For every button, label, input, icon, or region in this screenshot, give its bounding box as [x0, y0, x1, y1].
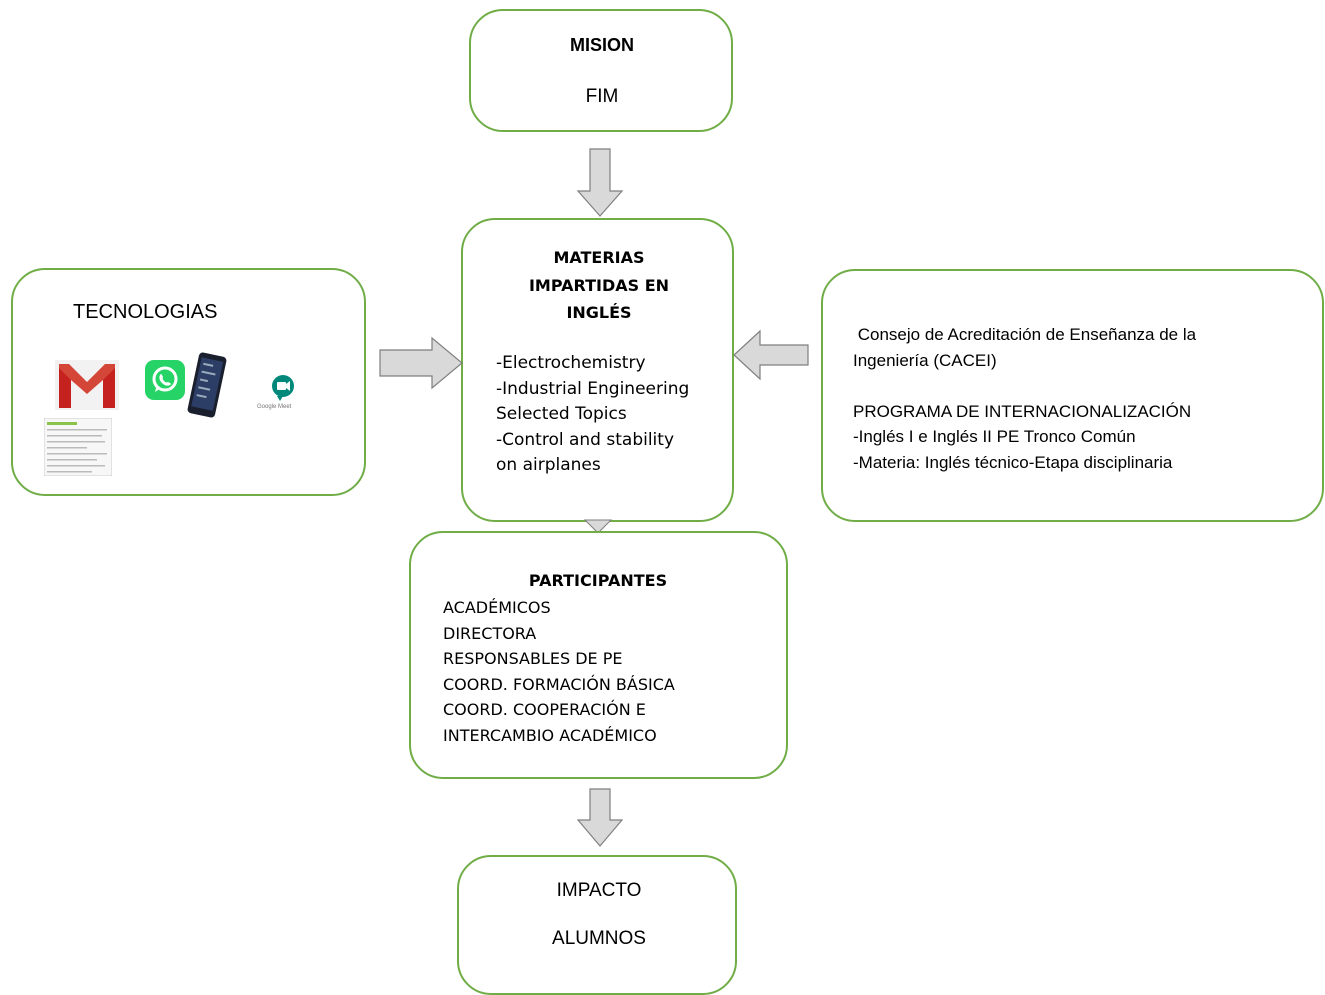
mision-box: MISION FIM — [469, 9, 733, 132]
google-meet-caption: Google Meet — [257, 404, 292, 410]
arrow-right-tecnologias-to-materias — [379, 336, 463, 390]
mision-subtitle: FIM — [585, 86, 619, 107]
gmail-icon — [55, 360, 119, 410]
cacei-line: -Inglés I e Inglés II PE Tronco Común — [853, 427, 1136, 446]
spreadsheet-icon — [44, 418, 112, 476]
materias-item: on airplanes — [496, 455, 601, 475]
participantes-item: ACADÉMICOS — [443, 598, 551, 617]
cacei-line: PROGRAMA DE INTERNACIONALIZACIÓN — [853, 401, 1192, 421]
arrow-down-participantes-to-impacto — [576, 788, 624, 847]
participantes-list: ACADÉMICOS DIRECTORA RESPONSABLES DE PE … — [443, 595, 675, 748]
participantes-box: PARTICIPANTES ACADÉMICOS DIRECTORA RESPO… — [409, 531, 788, 779]
cacei-line — [853, 373, 1196, 399]
cacei-line: Consejo de Acreditación de Enseñanza de … — [853, 325, 1197, 344]
materias-title-line-3: INGLÉS — [566, 303, 632, 322]
tecnologias-title: TECNOLOGIAS — [73, 301, 218, 323]
google-meet-icon — [272, 375, 294, 401]
cacei-box: Consejo de Acreditación de Enseñanza de … — [821, 269, 1324, 522]
participantes-item: COORD. FORMACIÓN BÁSICA — [443, 674, 675, 694]
materias-title-line-1: MATERIAS — [553, 248, 645, 267]
participantes-item: COORD. COOPERACIÓN E — [443, 700, 646, 719]
materias-list: -Electrochemistry -Industrial Engineerin… — [496, 351, 689, 479]
materias-box: MATERIAS IMPARTIDAS EN INGLÉS -Electroch… — [461, 218, 734, 522]
cacei-line: Ingeniería (CACEI) — [853, 350, 997, 370]
materias-item: -Industrial Engineering — [496, 378, 690, 399]
arrow-down-materias-to-participantes — [583, 519, 613, 534]
arrow-left-cacei-to-materias — [733, 329, 809, 381]
materias-title-line-2: IMPARTIDAS EN — [528, 276, 670, 295]
impacto-title: IMPACTO — [556, 880, 642, 901]
phone-icon — [187, 352, 227, 418]
participantes-title: PARTICIPANTES — [528, 571, 668, 590]
impacto-box: IMPACTO ALUMNOS — [457, 855, 737, 995]
participantes-item: DIRECTORA — [443, 623, 537, 643]
materias-item: -Electrochemistry — [496, 353, 646, 373]
participantes-item: RESPONSABLES DE PE — [443, 649, 623, 668]
mision-title: MISION — [569, 35, 635, 55]
materias-item: Selected Topics — [496, 404, 627, 424]
cacei-line: -Materia: Inglés técnico-Etapa disciplin… — [853, 452, 1173, 472]
impacto-subtitle: ALUMNOS — [552, 928, 646, 949]
tecnologias-box: TECNOLOGIAS Google Meet — [11, 268, 366, 496]
whatsapp-icon — [145, 360, 185, 400]
materias-item: -Control and stability — [496, 429, 675, 450]
cacei-text: Consejo de Acreditación de Enseñanza de … — [853, 322, 1196, 475]
participantes-item: INTERCAMBIO ACADÉMICO — [443, 725, 657, 745]
